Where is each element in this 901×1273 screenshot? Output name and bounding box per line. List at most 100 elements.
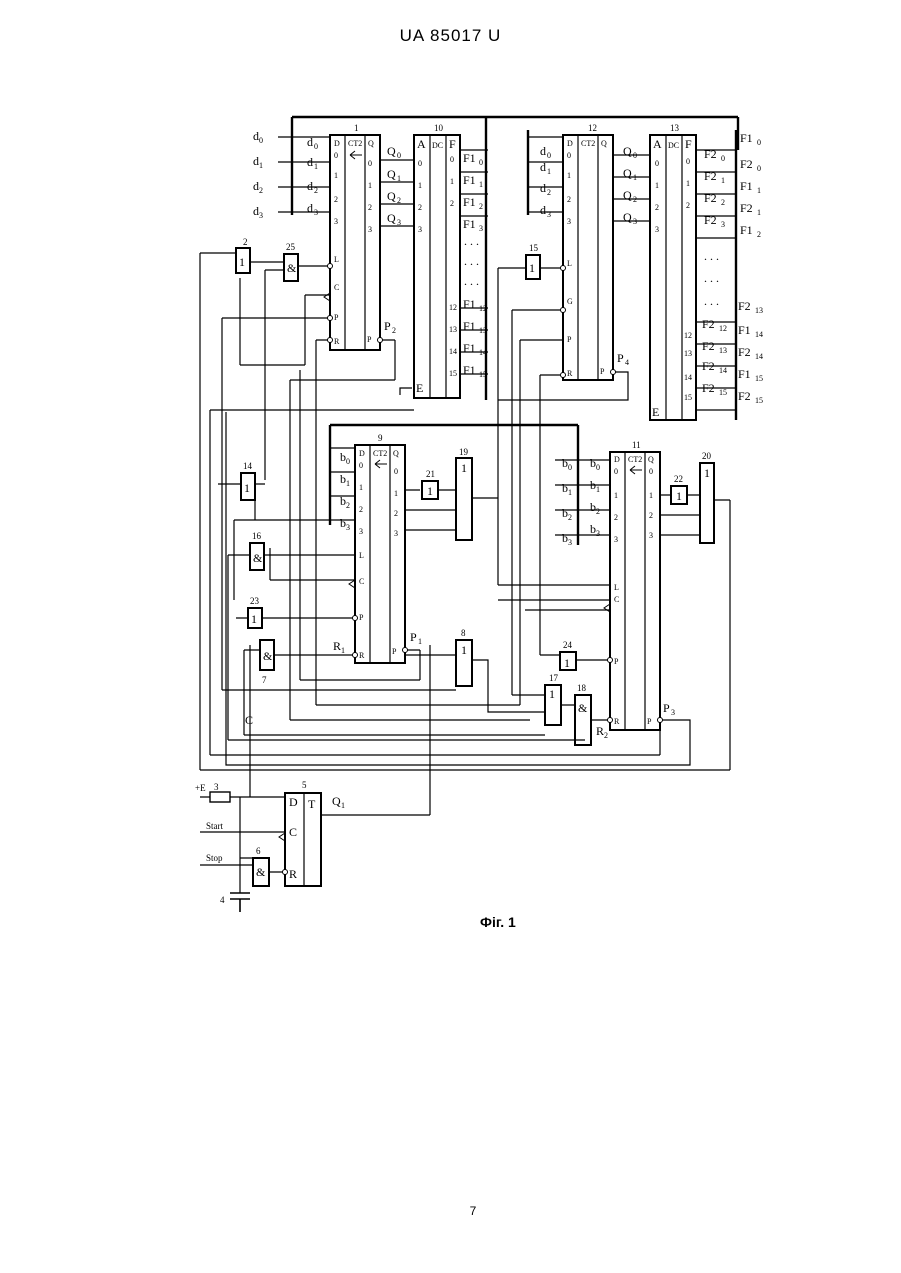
svg-text:F1: F1 <box>463 173 476 187</box>
svg-text:1: 1 <box>479 180 483 189</box>
svg-text:D: D <box>334 139 340 148</box>
svg-text:. . .: . . . <box>464 274 479 288</box>
svg-text:2: 2 <box>418 203 422 212</box>
svg-text:17: 17 <box>549 673 559 683</box>
block-10-decoder <box>414 135 460 398</box>
svg-text:1: 1 <box>359 483 363 492</box>
svg-text:P: P <box>663 701 670 715</box>
svg-text:1: 1 <box>757 186 761 195</box>
svg-text:0: 0 <box>259 136 263 145</box>
svg-text:D: D <box>359 449 365 458</box>
svg-text:12: 12 <box>588 123 597 133</box>
svg-text:24: 24 <box>563 640 573 650</box>
svg-text:13: 13 <box>719 346 727 355</box>
svg-text:F1: F1 <box>738 367 751 381</box>
svg-text:0: 0 <box>450 155 454 164</box>
svg-text:1: 1 <box>244 481 250 495</box>
svg-text:3: 3 <box>633 217 637 226</box>
svg-text:1: 1 <box>547 167 551 176</box>
svg-text:C: C <box>614 595 619 604</box>
svg-text:R: R <box>289 867 297 881</box>
svg-text:0: 0 <box>368 159 372 168</box>
svg-text:R: R <box>614 717 620 726</box>
svg-text:C: C <box>245 713 253 727</box>
svg-text:2: 2 <box>604 731 608 740</box>
svg-text:1: 1 <box>614 491 618 500</box>
svg-text:Q: Q <box>623 188 632 202</box>
svg-text:0: 0 <box>649 467 653 476</box>
page-number: 7 <box>0 1204 901 1218</box>
svg-text:20: 20 <box>702 451 712 461</box>
svg-text:2: 2 <box>633 195 637 204</box>
svg-text:0: 0 <box>721 154 725 163</box>
svg-text:19: 19 <box>459 447 469 457</box>
svg-text:15: 15 <box>449 369 457 378</box>
svg-text:d: d <box>540 160 546 174</box>
svg-text:Q: Q <box>332 794 341 808</box>
svg-text:CT2: CT2 <box>348 139 362 148</box>
svg-text:E: E <box>416 381 423 395</box>
svg-text:0: 0 <box>633 151 637 160</box>
svg-text:0: 0 <box>397 151 401 160</box>
svg-text:Q: Q <box>387 167 396 181</box>
svg-text:2: 2 <box>346 501 350 510</box>
svg-text:1: 1 <box>655 181 659 190</box>
svg-text:C: C <box>289 825 297 839</box>
svg-text:d: d <box>307 179 313 193</box>
svg-text:G: G <box>567 297 573 306</box>
svg-text:3: 3 <box>655 225 659 234</box>
svg-text:15: 15 <box>755 374 763 383</box>
svg-text:1: 1 <box>354 123 359 133</box>
svg-text:6: 6 <box>256 846 261 856</box>
svg-text:21: 21 <box>426 469 435 479</box>
svg-text:2: 2 <box>568 513 572 522</box>
svg-text:. . .: . . . <box>464 254 479 268</box>
svg-text:14: 14 <box>719 366 727 375</box>
svg-text:L: L <box>614 583 619 592</box>
svg-text:CT2: CT2 <box>581 139 595 148</box>
svg-text:23: 23 <box>250 596 260 606</box>
svg-text:F1: F1 <box>738 323 751 337</box>
svg-text:2: 2 <box>368 203 372 212</box>
svg-text:1: 1 <box>334 171 338 180</box>
svg-text:3: 3 <box>397 218 401 227</box>
svg-text:DC: DC <box>668 141 679 150</box>
svg-text:F1: F1 <box>463 297 476 311</box>
svg-text:D: D <box>614 455 620 464</box>
svg-text:15: 15 <box>684 393 692 402</box>
svg-text:D: D <box>289 795 298 809</box>
svg-text:3: 3 <box>568 538 572 547</box>
svg-text:L: L <box>334 255 339 264</box>
svg-text:14: 14 <box>755 330 763 339</box>
svg-text:1: 1 <box>633 173 637 182</box>
svg-text:2: 2 <box>596 507 600 516</box>
svg-text:T: T <box>308 797 316 811</box>
svg-text:Q: Q <box>393 449 399 458</box>
svg-text:1: 1 <box>568 488 572 497</box>
svg-text:0: 0 <box>547 151 551 160</box>
svg-text:F2: F2 <box>740 157 753 171</box>
svg-text:1: 1 <box>757 208 761 217</box>
svg-text:3: 3 <box>721 220 725 229</box>
svg-text:0: 0 <box>479 158 483 167</box>
svg-text:&: & <box>256 865 266 879</box>
svg-text:2: 2 <box>450 199 454 208</box>
svg-text:1: 1 <box>418 181 422 190</box>
svg-text:13: 13 <box>479 326 487 335</box>
svg-text:2: 2 <box>314 186 318 195</box>
svg-text:d: d <box>540 203 546 217</box>
svg-text:F1: F1 <box>463 341 476 355</box>
svg-text:12: 12 <box>684 331 692 340</box>
svg-text:1: 1 <box>721 176 725 185</box>
svg-text:&: & <box>253 551 263 565</box>
svg-text:F2: F2 <box>702 339 715 353</box>
svg-text:1: 1 <box>397 174 401 183</box>
svg-text:1: 1 <box>259 161 263 170</box>
svg-text:3: 3 <box>418 225 422 234</box>
svg-text:15: 15 <box>529 243 539 253</box>
svg-text:1: 1 <box>461 461 467 475</box>
svg-text:3: 3 <box>671 708 675 717</box>
svg-text:F1: F1 <box>463 217 476 231</box>
schematic-labels: d0 d1 d2 d3 d0 d1 d2 d3 d0 d1 d2 d3 Q0 Q… <box>195 129 763 905</box>
svg-text:1: 1 <box>676 489 682 503</box>
